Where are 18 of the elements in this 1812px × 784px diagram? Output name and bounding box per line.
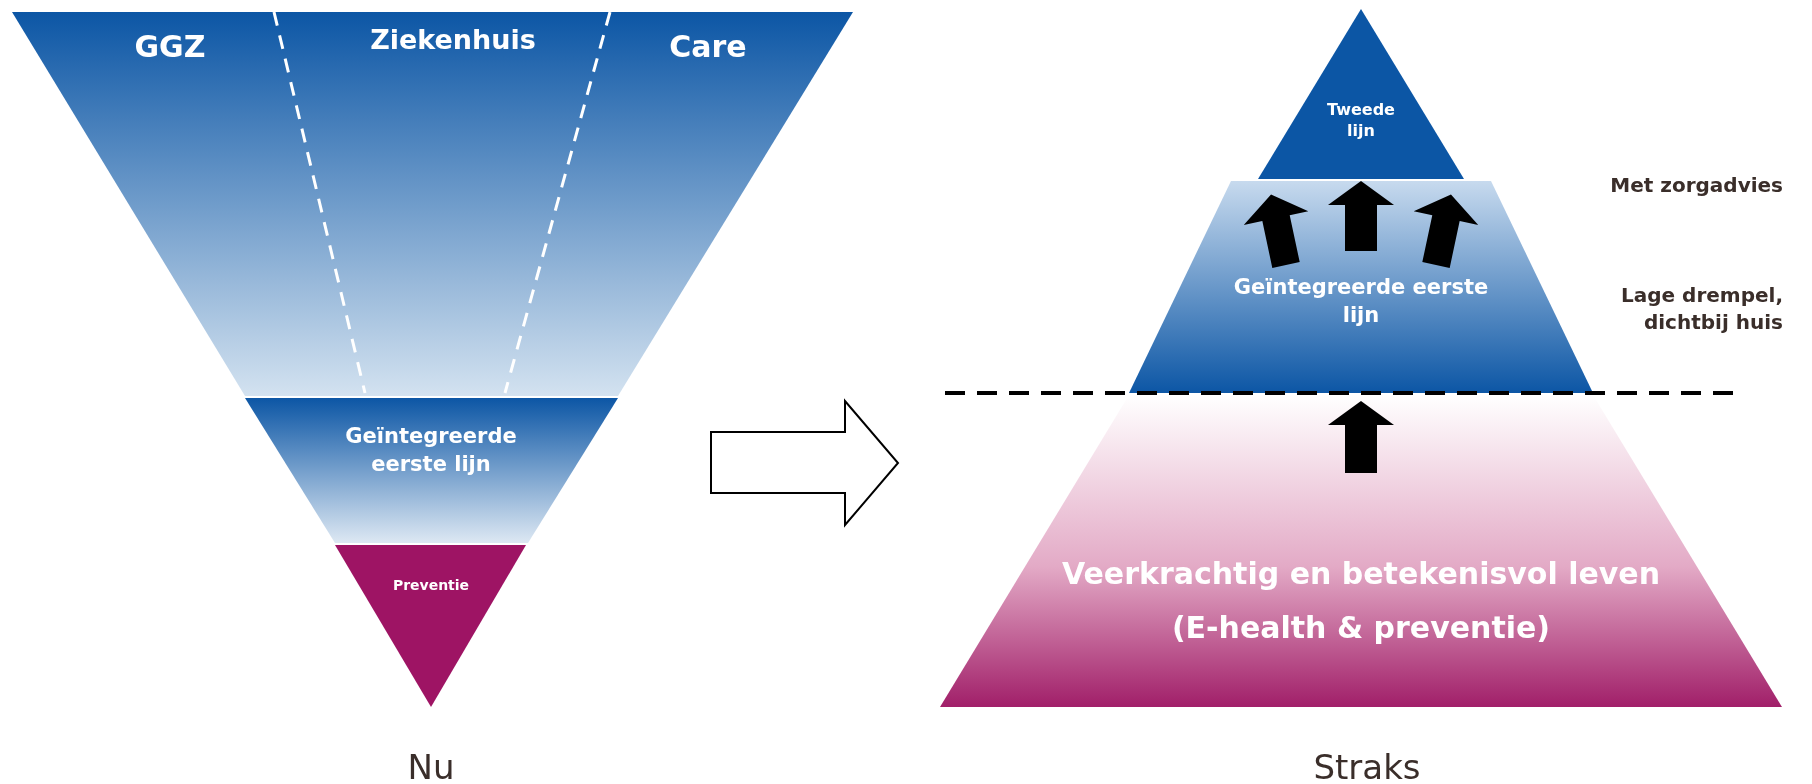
side-note: Lage drempel, dichtbij huis [1620, 282, 1783, 336]
section-label: Tweede lijn [1326, 99, 1396, 141]
pyramid-section [12, 12, 853, 396]
section-label: (E-health & preventie) [1170, 609, 1552, 647]
figure-caption: Straks [1312, 746, 1422, 784]
pyramid-section [245, 398, 618, 543]
section-label: Geïntegreerde eerste lijn [344, 423, 518, 478]
section-label: GGZ [133, 28, 207, 66]
figure-caption: Nu [406, 746, 456, 784]
pyramid-section [1129, 181, 1593, 393]
section-label: Preventie [391, 576, 471, 595]
side-note: Met zorgadvies [1609, 172, 1783, 199]
section-label: Geïntegreerde eerste lijn [1232, 274, 1490, 329]
section-label: Veerkrachtig en betekenisvol leven [1060, 555, 1662, 593]
section-label: Ziekenhuis [369, 23, 537, 57]
section-label: Care [668, 28, 748, 66]
pyramid-section [1258, 9, 1464, 179]
pyramid-section [335, 545, 526, 707]
